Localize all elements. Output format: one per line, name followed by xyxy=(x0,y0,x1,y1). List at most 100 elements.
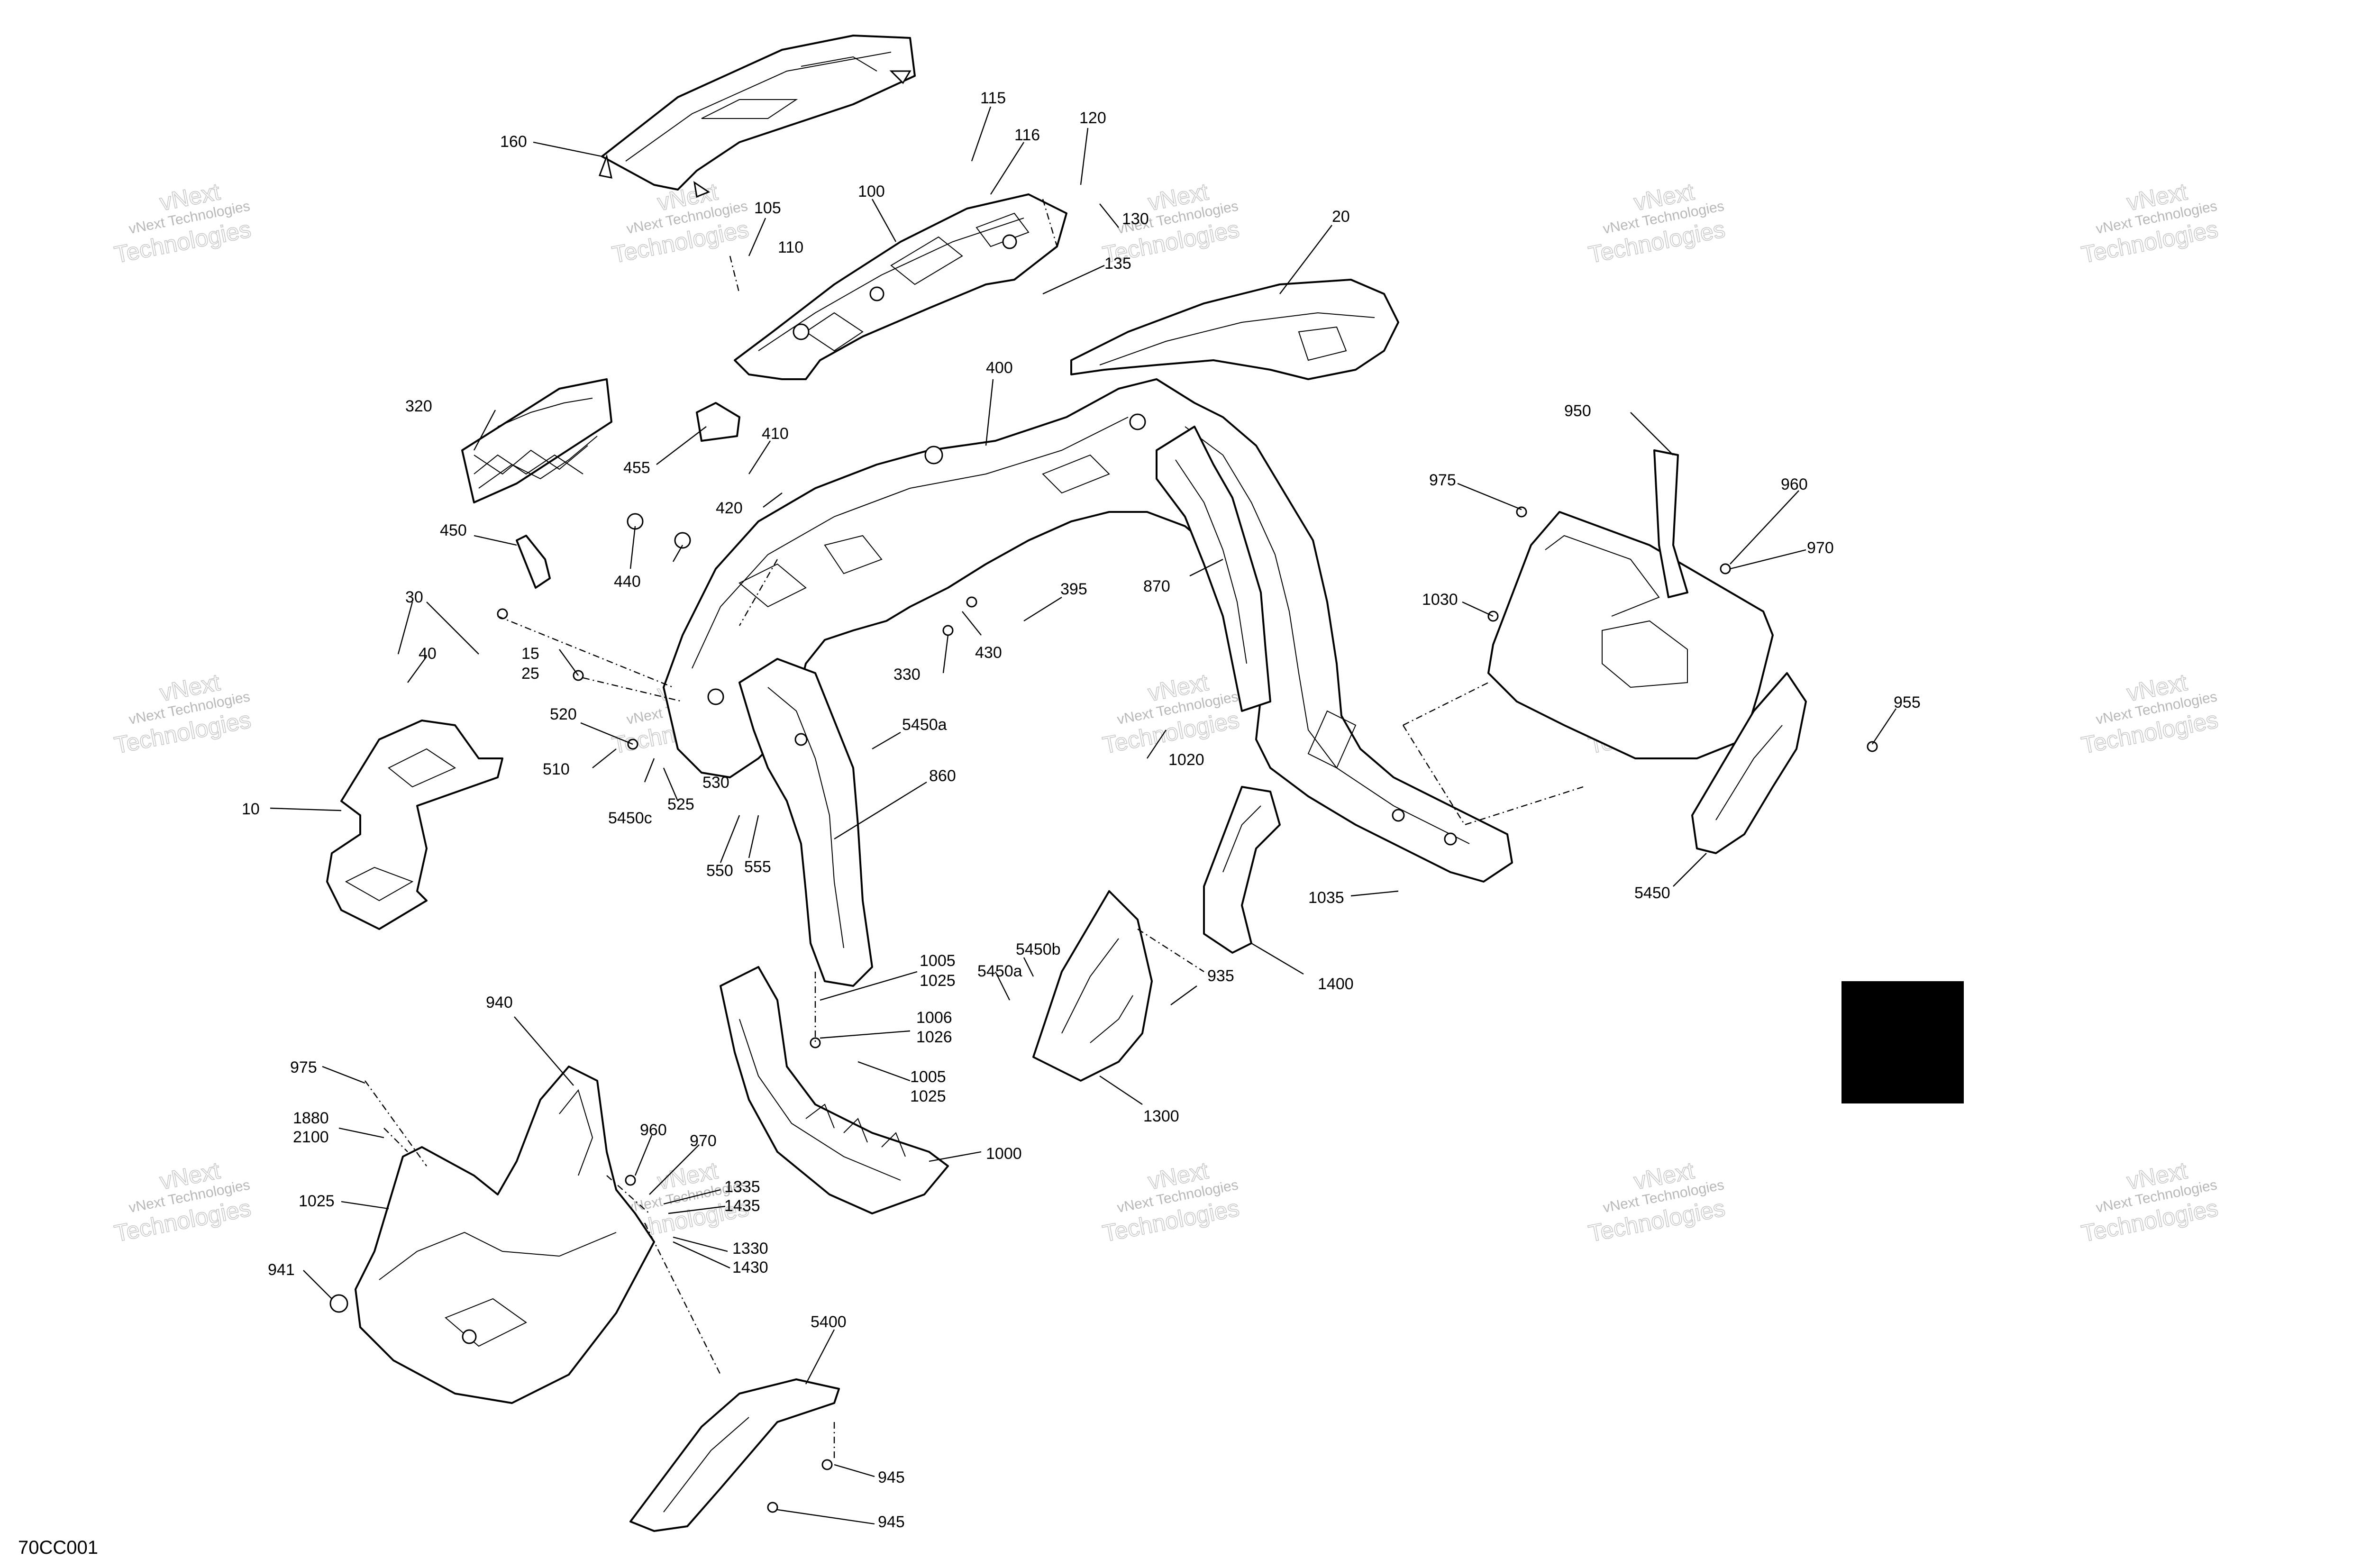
callout-430: 430 xyxy=(975,644,1002,662)
callout-440: 440 xyxy=(614,573,641,591)
callout-1025-upper: 1025 xyxy=(920,972,956,990)
callout-2100: 2100 xyxy=(293,1128,329,1146)
callout-115: 115 xyxy=(980,89,1006,107)
part-1300-side-cover xyxy=(1032,890,1153,1082)
callout-100: 100 xyxy=(858,182,885,201)
callout-555: 555 xyxy=(744,858,771,876)
part-100-dash-frame xyxy=(734,193,1067,380)
part-950-right-lower-panel xyxy=(1487,449,1774,759)
callout-410: 410 xyxy=(762,425,789,443)
callout-945-upper: 945 xyxy=(878,1468,905,1486)
callout-1435: 1435 xyxy=(724,1197,760,1215)
part-group xyxy=(326,35,1878,1532)
callout-510: 510 xyxy=(543,760,570,778)
callout-970-right: 970 xyxy=(1807,539,1834,557)
callout-520: 520 xyxy=(550,705,577,723)
part-160-top-cover xyxy=(598,35,916,198)
callout-5450: 5450 xyxy=(1634,884,1670,902)
part-870-right-arch xyxy=(1156,426,1271,712)
part-455-trim-piece xyxy=(696,402,740,442)
callout-550: 550 xyxy=(706,862,733,880)
callout-970-left: 970 xyxy=(690,1132,717,1150)
callout-labels: 160 115 116 120 100 105 110 130 135 20 4… xyxy=(242,89,1921,1531)
callout-5450a-lower: 5450a xyxy=(977,962,1022,980)
leader-lines xyxy=(270,106,1896,1525)
part-860-front-pillar xyxy=(738,658,873,987)
callout-860: 860 xyxy=(929,767,956,785)
callout-941: 941 xyxy=(268,1261,295,1279)
callout-1006: 1006 xyxy=(916,1009,952,1027)
part-1400-pillar-cover xyxy=(1203,786,1281,954)
part-450-trim-piece xyxy=(516,535,551,589)
callout-935: 935 xyxy=(1207,967,1234,985)
callout-1000: 1000 xyxy=(986,1145,1022,1163)
assembly-centerlines xyxy=(365,199,1584,1460)
callout-1430: 1430 xyxy=(732,1258,768,1276)
callout-940: 940 xyxy=(486,994,513,1012)
callout-320: 320 xyxy=(405,397,432,415)
callout-1005-upper: 1005 xyxy=(920,952,956,970)
callout-530: 530 xyxy=(702,774,729,792)
callout-945-lower: 945 xyxy=(878,1513,905,1531)
callout-1020: 1020 xyxy=(1168,751,1204,769)
callout-1335: 1335 xyxy=(724,1178,760,1196)
callout-450: 450 xyxy=(440,521,467,539)
part-5400-lower-bracket xyxy=(629,1378,840,1532)
callout-120: 120 xyxy=(1079,109,1106,127)
callout-130: 130 xyxy=(1122,210,1149,228)
callout-1880: 1880 xyxy=(293,1109,329,1127)
part-320-grille xyxy=(461,378,612,503)
part-10-fender-panel xyxy=(326,720,503,930)
callout-1030: 1030 xyxy=(1422,591,1458,609)
callout-960-left: 960 xyxy=(640,1121,667,1139)
callout-5400: 5400 xyxy=(811,1313,847,1331)
part-400-main-body-arch xyxy=(663,378,1513,883)
callout-1025-lower: 1025 xyxy=(910,1087,946,1105)
callout-420: 420 xyxy=(716,499,743,517)
callout-105: 105 xyxy=(754,199,781,217)
callout-1330: 1330 xyxy=(732,1240,768,1258)
callout-30: 30 xyxy=(405,588,423,606)
callout-20: 20 xyxy=(1332,208,1350,226)
callout-960-right: 960 xyxy=(1781,475,1808,493)
callout-870: 870 xyxy=(1143,577,1170,595)
callout-330: 330 xyxy=(893,665,921,684)
callout-1005-lower: 1005 xyxy=(910,1068,946,1086)
callout-135: 135 xyxy=(1104,255,1131,273)
callout-1026: 1026 xyxy=(916,1028,952,1046)
callout-400: 400 xyxy=(986,359,1013,377)
callout-40: 40 xyxy=(419,645,437,663)
part-1000-rocker-panel xyxy=(720,966,949,1214)
callout-5450c: 5450c xyxy=(608,809,652,827)
legend-black-box xyxy=(1841,981,1964,1103)
callout-950: 950 xyxy=(1564,402,1591,420)
callout-1300: 1300 xyxy=(1143,1107,1179,1125)
part-5450-right-bracket xyxy=(1691,672,1807,854)
callout-395: 395 xyxy=(1060,580,1087,598)
callout-975-right: 975 xyxy=(1429,471,1456,489)
callout-955: 955 xyxy=(1894,693,1921,711)
callout-10: 10 xyxy=(242,800,260,818)
callout-5450b: 5450b xyxy=(1016,940,1061,958)
callout-160: 160 xyxy=(500,133,527,151)
callout-1400: 1400 xyxy=(1318,975,1354,993)
drawing-code: 70CC001 xyxy=(18,1537,98,1558)
callout-975-left: 975 xyxy=(290,1058,317,1076)
callout-15: 15 xyxy=(521,645,539,663)
callout-116: 116 xyxy=(1014,126,1040,144)
callout-110: 110 xyxy=(778,238,803,256)
callout-5450a-upper: 5450a xyxy=(902,716,947,734)
callout-1035: 1035 xyxy=(1308,889,1344,907)
